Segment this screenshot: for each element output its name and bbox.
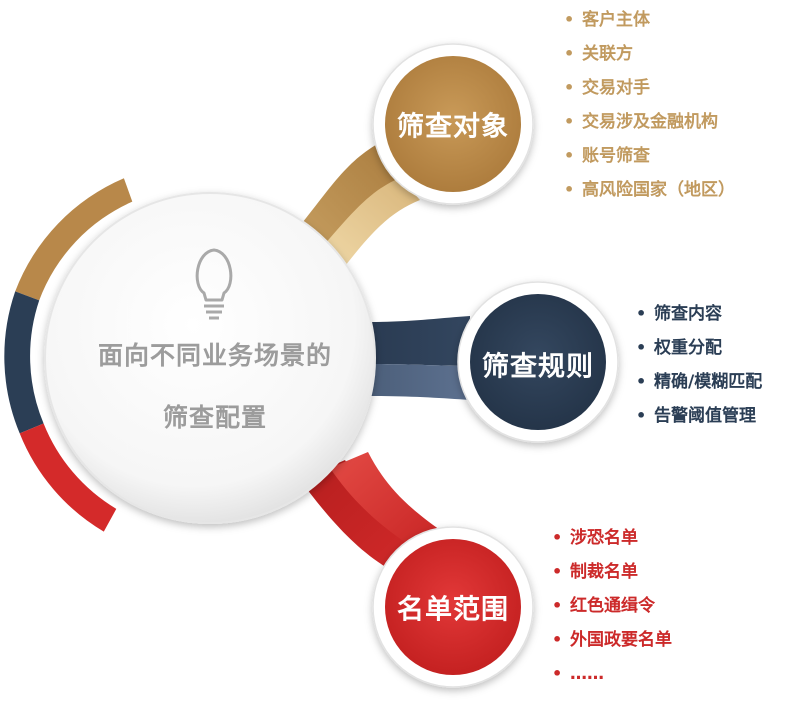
bullet-icon: •: [564, 112, 575, 131]
node-label-list-scope: 名单范围: [397, 594, 509, 626]
arc-red: [19, 423, 117, 532]
list-item: •精确/模糊匹配: [636, 365, 762, 399]
list-item: •涉恐名单: [552, 521, 672, 555]
node-label-screening-targets: 筛查对象: [397, 111, 509, 143]
list-item: •交易对手: [564, 71, 735, 105]
list-item: •……: [552, 657, 672, 691]
bullet-icon: •: [552, 528, 563, 547]
list-screening-targets: •客户主体 •关联方 •交易对手 •交易涉及金融机构 •账号筛查 •高风险国家（…: [564, 3, 735, 207]
lightbulb-icon: [195, 248, 233, 320]
arc-gold: [15, 178, 133, 301]
list-screening-rules: •筛查内容 •权重分配 •精确/模糊匹配 •告警阈值管理: [636, 297, 762, 433]
list-item: •交易涉及金融机构: [564, 105, 735, 139]
bullet-icon: •: [564, 44, 575, 63]
list-item: •关联方: [564, 37, 735, 71]
list-item: •告警阈值管理: [636, 399, 762, 433]
center-disc: [44, 192, 376, 524]
node-navy: [457, 281, 619, 443]
bullet-icon: •: [552, 596, 563, 615]
center-title-line1: 面向不同业务场景的: [97, 341, 333, 370]
bullet-icon: •: [552, 664, 563, 683]
list-item: •客户主体: [564, 3, 735, 37]
node-label-screening-rules: 筛查规则: [482, 351, 594, 383]
list-item: •外国政要名单: [552, 623, 672, 657]
bullet-icon: •: [636, 304, 647, 323]
list-item: •制裁名单: [552, 555, 672, 589]
arc-navy: [4, 291, 44, 434]
node-gold: [372, 43, 534, 205]
center-title-line2: 筛查配置: [162, 403, 268, 432]
list-item: •红色通缉令: [552, 589, 672, 623]
connector-gold: [290, 140, 420, 266]
bullet-icon: •: [564, 78, 575, 97]
bullet-icon: •: [636, 372, 647, 391]
list-item: •筛查内容: [636, 297, 762, 331]
bullet-icon: •: [564, 10, 575, 29]
bullet-icon: •: [564, 146, 575, 165]
connector-navy: [370, 316, 470, 400]
bullet-icon: •: [636, 338, 647, 357]
node-red: [372, 526, 534, 688]
bullet-icon: •: [552, 630, 563, 649]
connector-red: [300, 452, 440, 575]
list-list-scope: •涉恐名单 •制裁名单 •红色通缉令 •外国政要名单 •……: [552, 521, 672, 691]
bullet-icon: •: [564, 180, 575, 199]
list-item: •高风险国家（地区）: [564, 173, 735, 207]
list-item: •权重分配: [636, 331, 762, 365]
bullet-icon: •: [636, 406, 647, 425]
list-item: •账号筛查: [564, 139, 735, 173]
bullet-icon: •: [552, 562, 563, 581]
